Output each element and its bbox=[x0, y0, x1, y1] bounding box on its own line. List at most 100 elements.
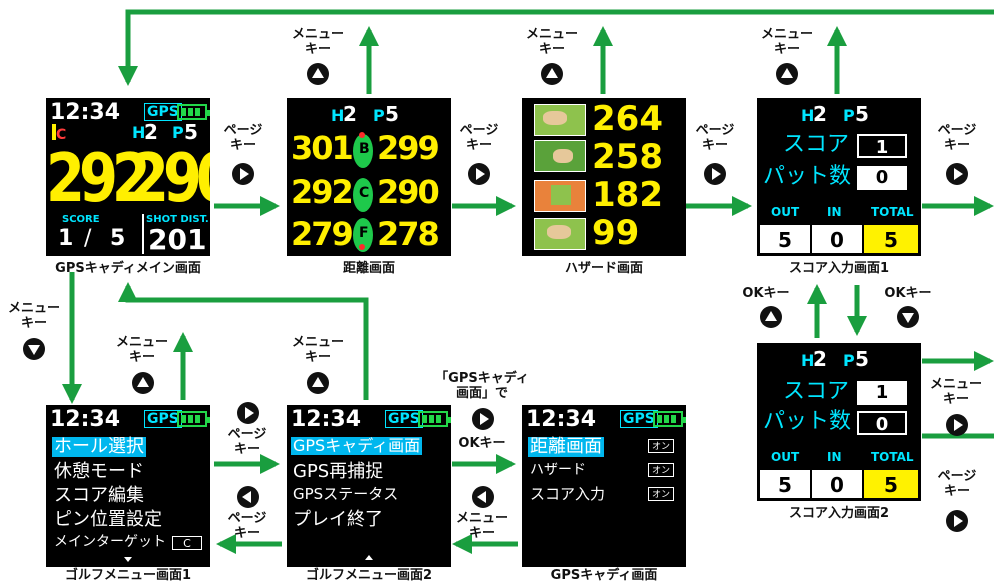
main-caption: GPSキャディメイン画面 bbox=[55, 261, 201, 276]
green-icon bbox=[353, 178, 373, 212]
hole-number: 2 bbox=[343, 102, 357, 126]
right-button-icon[interactable] bbox=[472, 408, 494, 430]
main-screen: 12:34 GPS C H 2 P 5 292 290 SCORE SHOT D… bbox=[46, 98, 210, 256]
in-value: 0 bbox=[811, 224, 863, 254]
menu-item-rest-mode[interactable]: 休憩モード bbox=[54, 461, 144, 482]
score1-caption: スコア入力画面1 bbox=[788, 261, 890, 276]
down-button-icon[interactable] bbox=[897, 306, 919, 328]
shot-distance: 201 bbox=[148, 223, 207, 256]
clock: 12:34 bbox=[526, 407, 597, 432]
hole-label: H bbox=[801, 351, 815, 370]
front-distance: 292 bbox=[46, 140, 151, 218]
left-button-icon[interactable] bbox=[237, 486, 259, 508]
battery-icon bbox=[177, 104, 210, 120]
divider bbox=[142, 214, 144, 254]
score-total: 5 bbox=[110, 226, 126, 251]
score-input[interactable]: 1 bbox=[857, 134, 907, 158]
total-value: 5 bbox=[863, 224, 919, 254]
putt-input[interactable]: 0 bbox=[857, 166, 907, 190]
par-label: P bbox=[843, 351, 855, 370]
ok-key-label: OKキー bbox=[458, 436, 506, 451]
hazard-distance-1: 264 bbox=[592, 99, 663, 139]
hazard-caption: ハザード画面 bbox=[564, 261, 643, 276]
up-button-icon[interactable] bbox=[307, 372, 329, 394]
setting-score-input[interactable]: スコア入力 bbox=[530, 485, 606, 503]
pin-icon bbox=[359, 132, 365, 138]
clock: 12:34 bbox=[50, 407, 121, 432]
down-button-icon[interactable] bbox=[23, 338, 45, 360]
total-value: 5 bbox=[863, 469, 919, 499]
distance-screen: H 2 P 5 301 B 299 292 C 290 279 F 278 bbox=[287, 98, 451, 256]
up-button-icon[interactable] bbox=[776, 63, 798, 85]
menu-key-label: メニュー キー bbox=[929, 377, 982, 407]
setting-distance-screen[interactable]: 距離画面 bbox=[528, 436, 604, 457]
page-key-label: ページ キー bbox=[695, 123, 735, 153]
green-icon bbox=[353, 134, 373, 168]
out-value: 5 bbox=[759, 224, 811, 254]
hazard-map-icon bbox=[534, 218, 586, 250]
page-key-label: ページ キー bbox=[459, 123, 499, 153]
score-input[interactable]: 1 bbox=[857, 381, 907, 405]
total-label: TOTAL bbox=[871, 205, 914, 219]
up-button-icon[interactable] bbox=[307, 63, 329, 85]
right-button-icon[interactable] bbox=[237, 402, 259, 424]
score2-caption: スコア入力画面2 bbox=[788, 506, 890, 521]
menu-item-end-play[interactable]: プレイ終了 bbox=[293, 509, 383, 530]
out-value: 5 bbox=[759, 469, 811, 499]
up-button-icon[interactable] bbox=[132, 372, 154, 394]
distance-screen-toggle[interactable]: オン bbox=[648, 439, 674, 453]
left-button-icon[interactable] bbox=[472, 486, 494, 508]
row1-mark: B bbox=[359, 141, 370, 157]
hazard-distance-3: 182 bbox=[592, 175, 663, 215]
main-target-value: C bbox=[172, 536, 202, 550]
right-button-icon[interactable] bbox=[468, 163, 490, 185]
in-label: IN bbox=[827, 450, 842, 464]
hazard-toggle[interactable]: オン bbox=[648, 463, 674, 477]
row3-mark: F bbox=[359, 225, 369, 241]
up-button-icon[interactable] bbox=[760, 306, 782, 328]
page-key-label: ページ キー bbox=[937, 469, 977, 499]
row2-right: 290 bbox=[377, 173, 440, 211]
menu-key-label: メニュー キー bbox=[291, 335, 344, 365]
menu-key-label: メニュー キー bbox=[115, 335, 168, 365]
setting-hazard[interactable]: ハザード bbox=[530, 462, 586, 478]
menu-item-main-target[interactable]: メインターゲット bbox=[54, 534, 166, 550]
hole-label: H bbox=[801, 106, 815, 125]
row2-left: 292 bbox=[291, 173, 354, 211]
out-label: OUT bbox=[771, 450, 800, 464]
right-button-icon[interactable] bbox=[946, 510, 968, 532]
golf-menu-2-caption: ゴルフメニュー画面2 bbox=[305, 568, 433, 583]
right-button-icon[interactable] bbox=[946, 163, 968, 185]
putt-input[interactable]: 0 bbox=[857, 411, 907, 435]
menu-item-gps-reacquire[interactable]: GPS再捕捉 bbox=[293, 461, 384, 482]
battery-icon bbox=[653, 411, 686, 427]
distance-caption: 距離画面 bbox=[342, 261, 395, 276]
score-label: スコア bbox=[783, 379, 850, 404]
menu-item-pin-position[interactable]: ピン位置設定 bbox=[54, 509, 162, 530]
page-key-label: ページ キー bbox=[227, 427, 267, 457]
menu-key-label: メニュー キー bbox=[291, 27, 344, 57]
right-button-icon[interactable] bbox=[946, 414, 968, 436]
right-button-icon[interactable] bbox=[232, 163, 254, 185]
up-button-icon[interactable] bbox=[541, 63, 563, 85]
hole-number: 2 bbox=[144, 120, 158, 144]
gps-caddie-screen: 12:34 GPS 距離画面 オン ハザード オン スコア入力 オン bbox=[522, 405, 686, 567]
par-label: P bbox=[843, 106, 855, 125]
menu-item-score-edit[interactable]: スコア編集 bbox=[54, 485, 144, 506]
in-label: IN bbox=[827, 205, 842, 219]
menu-key-label: メニュー キー bbox=[7, 301, 60, 331]
pin-icon bbox=[359, 244, 365, 250]
score-input-toggle[interactable]: オン bbox=[648, 487, 674, 501]
row1-right: 299 bbox=[377, 129, 440, 167]
hazard-distance-4: 99 bbox=[592, 213, 640, 253]
menu-item-gps-status[interactable]: GPSステータス bbox=[293, 485, 399, 503]
menu-item-hole-select[interactable]: ホール選択 bbox=[52, 436, 146, 457]
right-button-icon[interactable] bbox=[704, 163, 726, 185]
par-number: 5 bbox=[184, 120, 198, 144]
ok-key-label: OKキー bbox=[742, 286, 790, 301]
menu-item-gps-caddie-screen[interactable]: GPSキャディ画面 bbox=[291, 436, 423, 455]
in-value: 0 bbox=[811, 469, 863, 499]
score-screen-2: H 2 P 5 スコア 1 パット数 0 OUT IN TOTAL 5 0 5 bbox=[757, 343, 921, 501]
row2-mark: C bbox=[359, 185, 370, 201]
putt-label: パット数 bbox=[763, 164, 852, 189]
